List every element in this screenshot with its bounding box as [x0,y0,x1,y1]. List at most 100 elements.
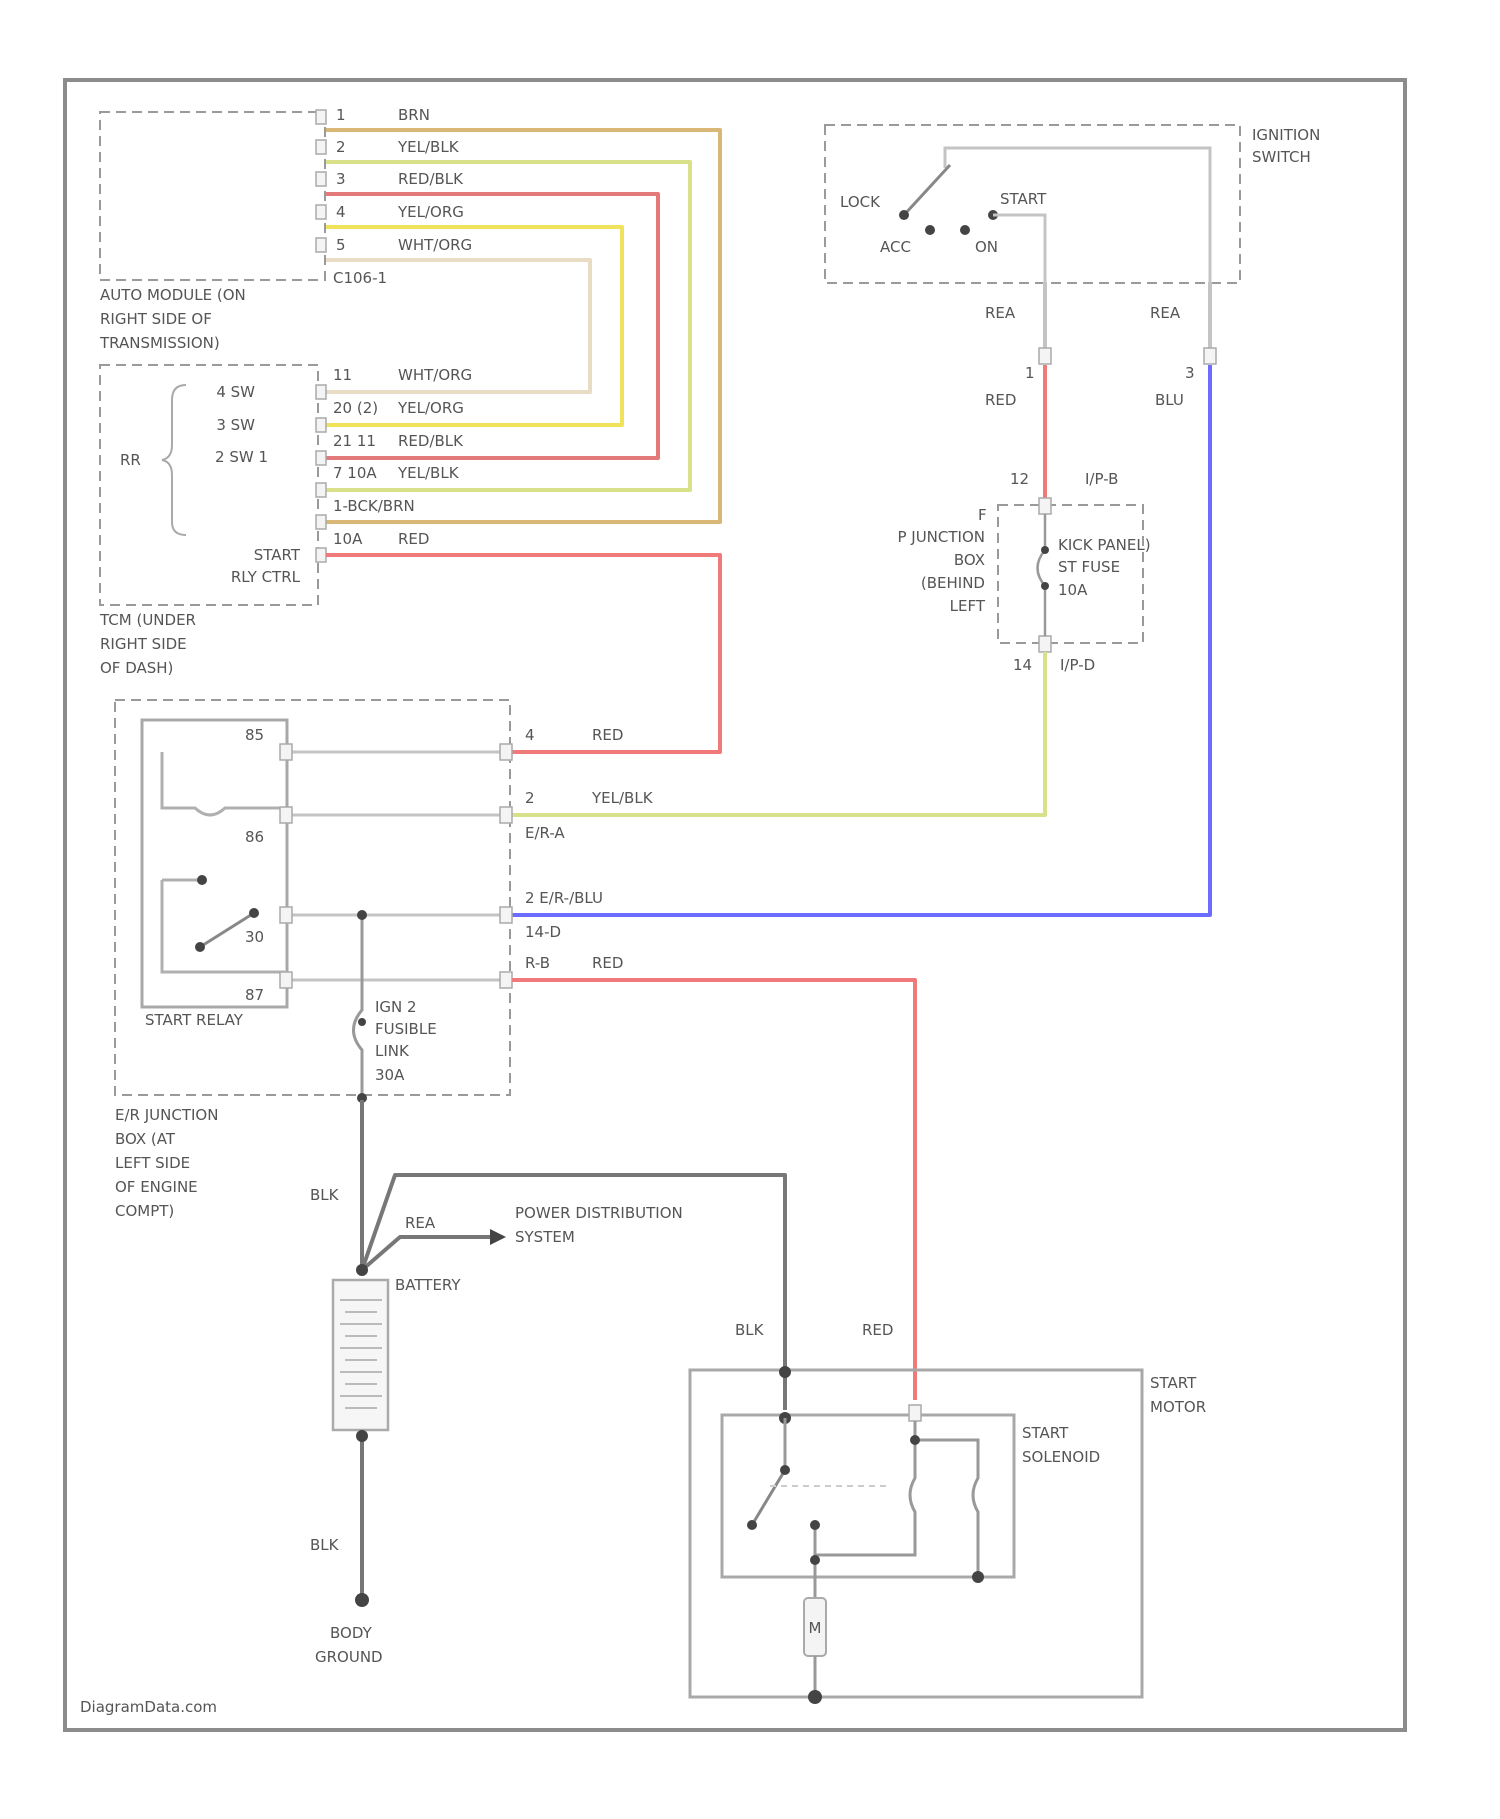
pjb-name-line3: (BEHIND [921,574,985,592]
relay-wire1-pin: 4 [525,726,535,744]
motor-blk-entry-dot [779,1366,791,1378]
fuse-link-line1: IGN 2 [375,998,417,1016]
solenoid-arm-pivot [780,1465,790,1475]
motor-name-line1: START [1150,1374,1197,1392]
start-relay-box [142,720,287,1007]
ign-color-left: RED [985,391,1016,409]
tcm-pin-21: 21 11 [333,432,376,450]
am-pin-1: 1 [336,106,346,124]
tcm-wire-red-blk: RED/BLK [398,432,464,450]
am-pin-2: 2 [336,138,346,156]
pjb-conn-top: I/P-B [1085,470,1118,488]
tcm-bracket-label: RR [120,451,141,469]
ign-pos-acc: ACC [880,238,911,256]
motor-contact-dot [810,1520,820,1530]
am-wire-yel-blk: YEL/BLK [397,138,460,156]
erjb-name-line1: E/R JUNCTION [115,1106,218,1124]
pjb-conn-bot: I/P-D [1060,656,1095,674]
tcm-pin-1: 1-BCK/BRN [333,497,415,515]
ign-lock-contact [899,210,909,220]
tcm-3sw: 3 SW [216,416,255,434]
relay-contact-wire [162,880,285,972]
solenoid-red-connector [909,1405,921,1421]
erjb-name-line3: LEFT SIDE [115,1154,190,1172]
pjb-fuse-dot-top [1041,546,1049,554]
am-wire-yel-org: YEL/ORG [397,203,464,221]
wire-ign-to-relay-blue [512,365,1210,915]
solenoid-arm-dot [747,1520,757,1530]
tcm-bracket [162,385,186,535]
am-wire-wht-org: WHT/ORG [398,236,472,254]
tcm-name-line1: TCM (UNDER [99,611,196,629]
wire-relay-to-starter-red [512,980,915,1400]
am-name-line2: RIGHT SIDE OF [100,310,212,328]
erjb-name-line2: BOX (AT [115,1130,176,1148]
relay-pin-86: 86 [245,828,264,846]
ign-color-right: BLU [1155,391,1184,409]
am-wire-red-blk: RED/BLK [398,170,464,188]
fusible-link [354,915,363,1100]
module-bus-wires [326,130,720,522]
erjb-name-line4: OF ENGINE [115,1178,198,1196]
ground-line2: GROUND [315,1648,383,1666]
erjb-name-line5: COMPT) [115,1202,174,1220]
tcm-name-line3: OF DASH) [100,659,173,677]
watermark: DiagramData.com [80,1698,217,1716]
motor-symbol: M [809,1619,822,1637]
am-pin-3: 3 [336,170,346,188]
wire-battery-to-pds [362,1237,495,1270]
pjb-bottom-connector [1039,636,1051,652]
motor-wire-red: RED [862,1321,893,1339]
fuse-link-line4: 30A [375,1066,405,1084]
ign-pin-right: 3 [1185,364,1195,382]
ign-pos-start: START [1000,190,1047,208]
tcm-pin-7: 7 10A [333,464,377,482]
tcm-pin-20: 20 (2) [333,399,378,417]
pjb-fuse-dot-bottom [1041,582,1049,590]
tcm-4sw: 4 SW [216,383,255,401]
pds-line2: SYSTEM [515,1228,575,1246]
wire-yel-blk [326,162,690,490]
ign-switch-blade [904,165,950,215]
relay-connectors [280,744,512,988]
solenoid-ground-dot [972,1571,984,1583]
relay-pin-30: 30 [245,928,264,946]
am-pin-4: 4 [336,203,346,221]
relay-pin-85: 85 [245,726,264,744]
battery-negative-dot [356,1430,368,1442]
wire-yel-org [326,227,622,425]
ground-line1: BODY [330,1624,373,1642]
pds-line1: POWER DISTRIBUTION [515,1204,683,1222]
motor-name-line2: MOTOR [1150,1398,1206,1416]
relay-wire3-label: 2 E/R-/BLU [525,889,603,907]
relay-internal-lines [287,752,505,980]
pjb-pin-bot: 14 [1013,656,1032,674]
pjb-pin-top: 12 [1010,470,1029,488]
fuse-link-line2: FUSIBLE [375,1020,437,1038]
tcm-name-line2: RIGHT SIDE [100,635,187,653]
ign-left-connector [1039,348,1051,364]
er-junction-box [115,700,510,1095]
battery-wire-bottom: BLK [310,1536,340,1554]
ign-wire-right: REA [1150,304,1181,322]
pds-arrow [490,1229,506,1245]
battery-name: BATTERY [395,1276,461,1294]
diagram-border [65,80,1405,1730]
ign-acc-contact [925,225,935,235]
relay-wire4-pin: R-B [525,954,550,972]
ign-pos-lock: LOCK [840,193,881,211]
pjb-fuse-line3: 10A [1058,581,1088,599]
fusible-link-top-dot [357,910,367,920]
ign-internal-wire [945,148,1210,282]
relay-pin-87: 87 [245,986,264,1004]
tcm-2sw: 2 SW 1 [215,448,268,466]
relay-wire2-color: YEL/BLK [591,789,654,807]
pjb-side-pin: F [978,506,987,524]
am-wire-brn: BRN [398,106,430,124]
ign-pos-on: ON [975,238,998,256]
tcm-wire-wht-org: WHT/ORG [398,366,472,384]
ign-pin-left: 1 [1025,364,1035,382]
wire-red-blk [326,194,658,458]
